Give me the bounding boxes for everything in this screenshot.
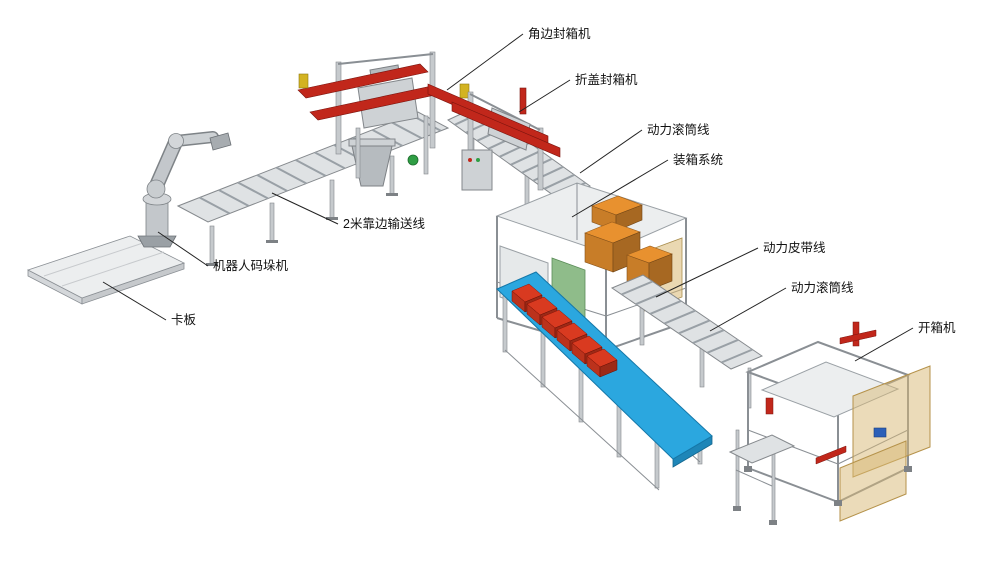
red-bar (815, 445, 847, 465)
pallet-illustration (26, 235, 186, 305)
belt-lower-rail (504, 349, 660, 491)
erector-foot (744, 466, 752, 472)
blue-part (873, 427, 887, 438)
label-edge-conveyor: 2米靠边输送线 (343, 216, 425, 231)
roller-line-rollers (621, 280, 753, 364)
sealer-post (429, 51, 436, 149)
sealer-post (537, 127, 544, 191)
sealer-leg (355, 127, 361, 179)
pallet-top (26, 235, 186, 299)
label-case-erector: 开箱机 (918, 320, 956, 335)
edge-conveyor-bed (176, 111, 450, 223)
red-rail (297, 63, 429, 99)
label-belt-line: 动力皮带线 (763, 241, 826, 255)
green-indicator (407, 154, 419, 166)
callout-corner-sealer: 角边封箱机 (446, 26, 591, 91)
red-post (519, 87, 527, 115)
red-carton-row (511, 283, 618, 378)
tape-roll (298, 73, 309, 89)
leader-line (518, 79, 571, 113)
roller-line-illustration (610, 274, 764, 409)
callouts: 角边封箱机 折盖封箱机 动力滚筒线 装箱系统 动力皮带线 动力滚筒线 开箱机 (102, 26, 956, 362)
label-robot-palletizer: 机器人码垛机 (213, 258, 289, 273)
conveyor-foot (206, 263, 218, 266)
callout-edge-conveyor: 2米靠边输送线 (271, 192, 425, 231)
leader-line (655, 247, 759, 298)
pallet-plank-line (43, 241, 147, 277)
leader-line (854, 327, 914, 362)
leader-line (446, 33, 524, 91)
conveyor-foot (386, 193, 398, 196)
label-roller-line-top: 动力滚筒线 (647, 122, 710, 137)
red-block (765, 397, 774, 415)
edge-conveyor-rollers (199, 113, 442, 215)
callout-pallet: 卡板 (102, 281, 197, 327)
erector-foot (904, 466, 912, 472)
sealer-leg (423, 115, 429, 175)
flap-sealer-red-rails (427, 83, 561, 158)
leader-line (271, 192, 339, 225)
sealer-top-beam (337, 53, 434, 65)
callout-flap-sealer: 折盖封箱机 (518, 72, 638, 113)
robot-palletizer-illustration (137, 131, 232, 248)
label-roller-line-bottom: 动力滚筒线 (791, 280, 854, 295)
robot-gripper (209, 132, 232, 151)
pallet-plank-line (61, 251, 165, 287)
control-cabinet (461, 149, 493, 191)
callout-roller-line-top: 动力滚筒线 (579, 122, 710, 174)
cabinet-button-red (468, 158, 472, 162)
label-pallet: 卡板 (171, 313, 197, 327)
leader-line (157, 231, 209, 267)
tape-roll (459, 83, 470, 99)
red-rail (451, 101, 561, 158)
leader-line (571, 159, 669, 218)
leader-line (709, 287, 787, 332)
callout-robot-palletizer: 机器人码垛机 (157, 231, 289, 273)
label-packing-system: 装箱系统 (673, 152, 723, 167)
belt-conveyor-illustration (496, 271, 713, 491)
conveyor-foot (326, 217, 338, 220)
flap-sealer-illustration (427, 83, 561, 191)
conveyor-leg (329, 179, 335, 219)
erector-foot (834, 500, 842, 506)
corner-sealer-red-rails (297, 63, 441, 121)
conveyor-leg (389, 155, 395, 195)
tape-rolls (298, 73, 470, 99)
red-carton-side (599, 359, 618, 378)
callout-case-erector: 开箱机 (854, 320, 956, 362)
erector-amber-panel-right (852, 365, 931, 478)
callout-packing-system: 装箱系统 (571, 152, 723, 218)
leader-line (102, 281, 167, 321)
conveyor-leg (269, 202, 275, 242)
corner-sealer-illustration (297, 51, 470, 187)
robot-shoulder-joint (146, 179, 166, 199)
robot-elbow-joint (168, 133, 184, 149)
label-corner-sealer: 角边封箱机 (528, 26, 591, 41)
callout-belt-line: 动力皮带线 (655, 241, 826, 298)
subframe-platform (728, 434, 796, 464)
leader-line (579, 129, 643, 174)
robot-base (137, 235, 177, 248)
callout-roller-line-bottom: 动力滚筒线 (709, 280, 854, 332)
case-erector-illustration (728, 321, 931, 525)
erector-red-parts (765, 321, 877, 465)
red-beam (839, 329, 877, 345)
erector-infeed-subframe (728, 429, 796, 525)
cabinet-button-green (476, 158, 480, 162)
conveyor-foot (266, 240, 278, 243)
label-flap-sealer: 折盖封箱机 (575, 72, 638, 87)
erector-bottom-rail (747, 467, 839, 503)
